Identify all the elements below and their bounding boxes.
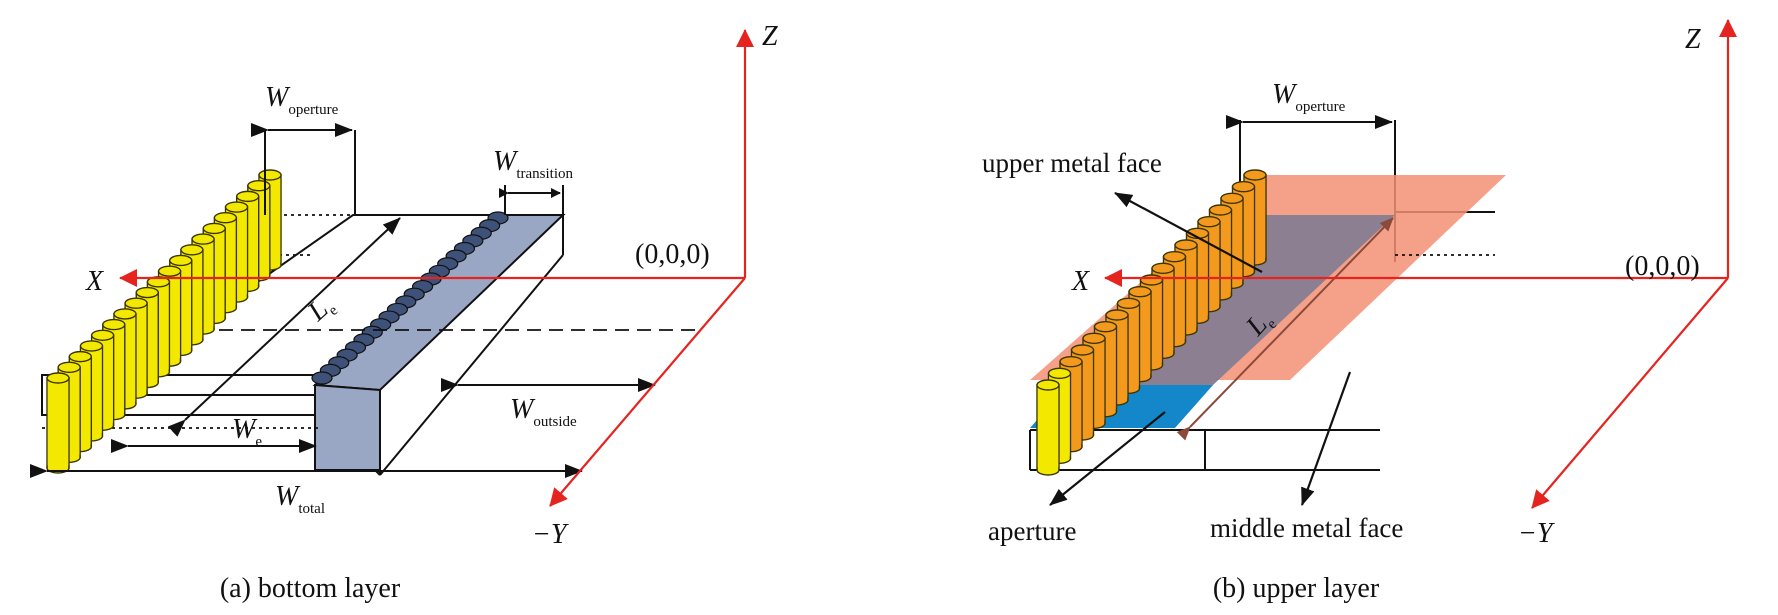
panel-a-w-operture-label: Woperture xyxy=(265,82,339,118)
panel-b-upper-face-label: upper metal face xyxy=(982,148,1162,178)
panel-a-w-e-label: We xyxy=(232,414,262,450)
panel-b-origin-label: (0,0,0) xyxy=(1625,251,1700,282)
panel-a-l-e-arrow xyxy=(167,217,401,437)
panel-b-aperture-label: aperture xyxy=(988,516,1076,546)
panel-a-w-total-label: Wtotal xyxy=(275,481,325,517)
panel-a: Woperture Wtransition Le We Woutside Wto… xyxy=(30,21,778,604)
panel-b-y-axis xyxy=(1531,277,1729,509)
panel-b-x-label: X xyxy=(1071,266,1090,297)
panel-b-y-label: −Y xyxy=(1518,518,1556,549)
panel-a-z-label: Z xyxy=(762,21,778,52)
panel-a-slot xyxy=(311,211,566,471)
slot-via xyxy=(311,371,333,385)
via-cylinder xyxy=(1036,379,1060,476)
panel-b-axes xyxy=(1104,19,1737,509)
panel-a-y-axis xyxy=(549,277,746,507)
via-cylinder xyxy=(46,372,70,474)
panel-a-y-label: −Y xyxy=(532,519,570,550)
panel-a-w-outside-label: Woutside xyxy=(510,394,577,430)
panel-b-caption: (b) upper layer xyxy=(1213,573,1380,604)
panel-b-upper-face-pointer xyxy=(1114,192,1263,273)
panel-b-z-label: Z xyxy=(1685,24,1701,55)
panel-a-w-operture-dim xyxy=(251,123,356,215)
panel-b-w-operture-label: Woperture xyxy=(1272,79,1346,115)
panel-b-middle-face-pointer xyxy=(1300,371,1352,506)
panel-b-aperture-pointer xyxy=(1049,411,1166,506)
panel-a-caption: (a) bottom layer xyxy=(220,573,401,604)
panel-b: Woperture Le upper metal face aperture m… xyxy=(982,19,1737,604)
panel-a-origin-label: (0,0,0) xyxy=(635,239,710,270)
panel-a-axes xyxy=(119,29,754,507)
panel-a-w-transition-dim xyxy=(499,185,564,215)
panel-b-l-e-arrow xyxy=(1176,217,1394,441)
panel-a-l-e-label: Le xyxy=(301,289,341,330)
panel-b-middle-face-label: middle metal face xyxy=(1210,513,1403,543)
panel-a-w-transition-label: Wtransition xyxy=(493,146,573,182)
panel-a-x-label: X xyxy=(85,266,104,297)
